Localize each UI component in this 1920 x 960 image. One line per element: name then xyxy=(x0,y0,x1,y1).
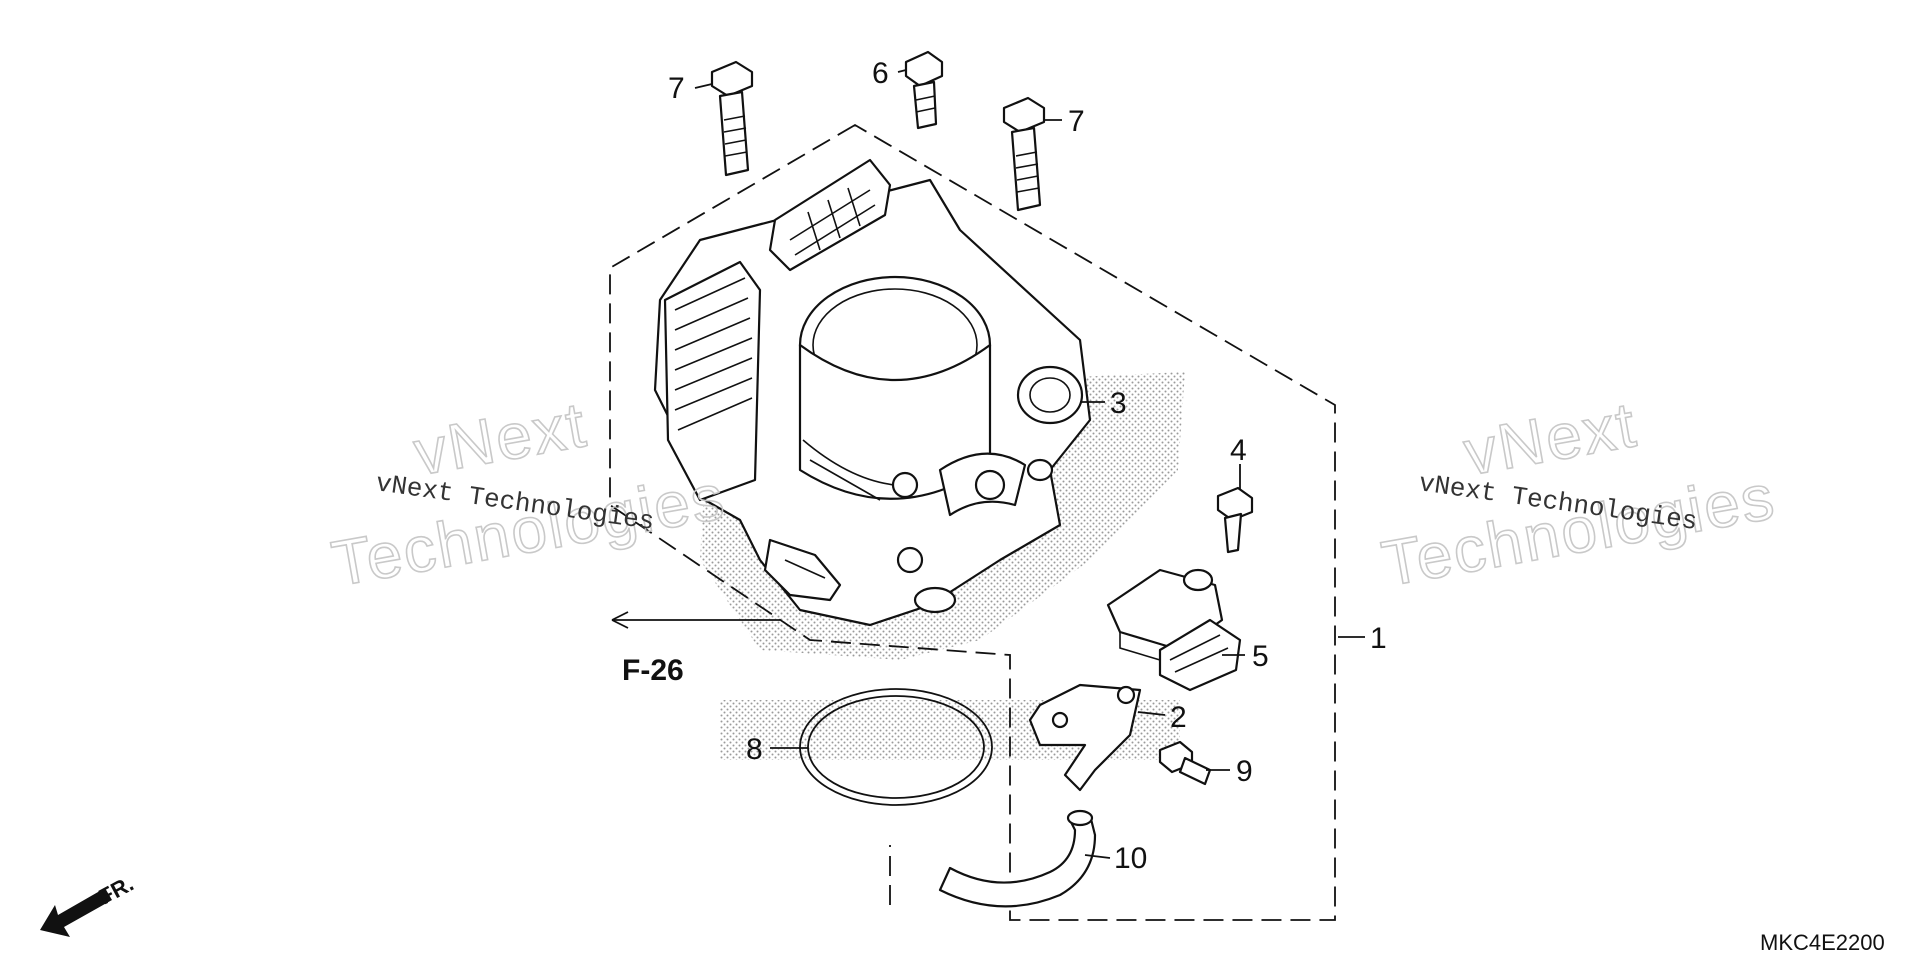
callout-8: 8 xyxy=(746,733,763,766)
hose-10-illustration xyxy=(938,809,1097,908)
assembly-outline xyxy=(609,123,1336,921)
bolt-illustrations xyxy=(710,50,1046,212)
sensor-5-illustration xyxy=(1106,568,1242,692)
callout-1: 1 xyxy=(1370,622,1387,655)
callout-7-left: 7 xyxy=(668,72,685,105)
front-direction-indicator: FR. xyxy=(40,871,138,937)
callout-5: 5 xyxy=(1252,640,1269,673)
watermark-big-line1-right: vNext xyxy=(1459,388,1642,489)
bracket-2-illustration xyxy=(1028,683,1142,792)
reference-f26: F-26 xyxy=(611,611,780,687)
callout-10: 10 xyxy=(1114,842,1147,875)
callout-numbers: 1 2 3 4 5 6 7 7 8 9 10 xyxy=(668,57,1387,875)
o-ring-8-illustration xyxy=(799,688,993,806)
callout-7-right: 7 xyxy=(1068,105,1085,138)
leader-lines xyxy=(694,69,1365,859)
bolt-9-illustration xyxy=(1158,740,1212,786)
diagram-code: MKC4E2200 xyxy=(1760,930,1885,955)
reference-label: F-26 xyxy=(622,654,684,687)
callout-6: 6 xyxy=(872,57,889,90)
callout-2: 2 xyxy=(1170,701,1187,734)
callout-4: 4 xyxy=(1230,434,1247,467)
callout-3: 3 xyxy=(1110,387,1127,420)
screw-4-illustration xyxy=(1216,486,1254,554)
callout-9: 9 xyxy=(1236,755,1253,788)
watermark-big-line1: vNext xyxy=(409,388,592,489)
throttle-body-illustration xyxy=(653,158,1092,627)
